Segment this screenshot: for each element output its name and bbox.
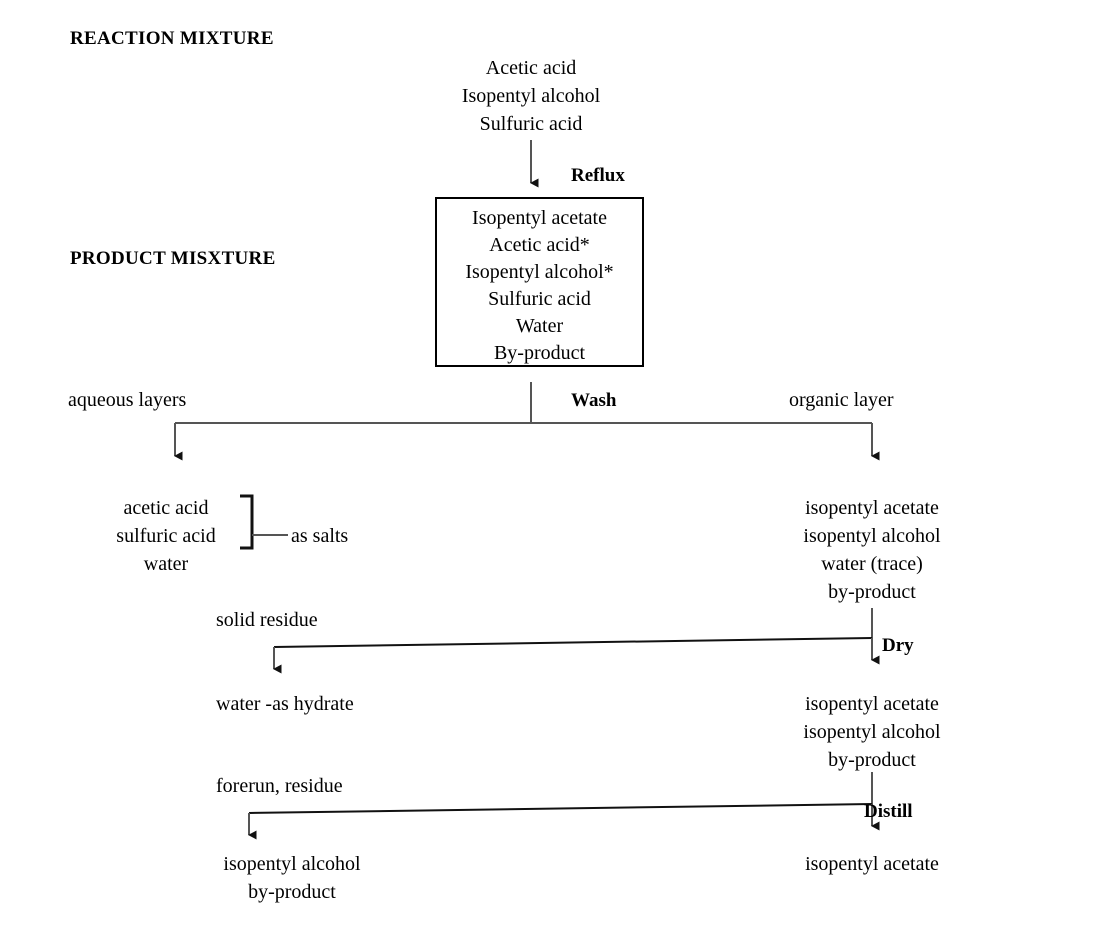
operation-label-distill: Distill — [864, 801, 913, 822]
distill-left-output-1: isopentyl alcohol — [223, 853, 361, 875]
wash-left-label: aqueous layers — [68, 389, 187, 411]
product-box-line-2: Acetic acid* — [489, 234, 590, 256]
stage-label-reaction-mixture: REACTION MIXTURE — [70, 28, 274, 49]
stage-label-product-mixture: PRODUCT MISXTURE — [70, 248, 276, 269]
distill-side-label: forerun, residue — [216, 775, 343, 797]
wash-split-connector — [173, 382, 880, 461]
aqueous-product-2: sulfuric acid — [116, 525, 216, 547]
dry-right-output-3: by-product — [828, 749, 916, 771]
reaction-inputs-block: Acetic acid Isopentyl alcohol Sulfuric a… — [411, 54, 651, 138]
reaction-input-2: Isopentyl alcohol — [461, 85, 601, 107]
organic-after-wash-block: isopentyl acetate isopentyl alcohol wate… — [768, 494, 976, 606]
organic-after-wash-3: water (trace) — [821, 553, 923, 575]
dry-right-output-1: isopentyl acetate — [805, 693, 939, 715]
dry-left-output: water -as hydrate — [216, 693, 354, 715]
dry-right-output-block: isopentyl acetate isopentyl alcohol by-p… — [768, 690, 976, 774]
reaction-input-3: Sulfuric acid — [479, 113, 583, 135]
product-box-line-1: Isopentyl acetate — [472, 207, 607, 229]
operation-label-wash: Wash — [571, 390, 617, 411]
organic-after-wash-1: isopentyl acetate — [805, 497, 939, 519]
distill-left-output-block: isopentyl alcohol by-product — [188, 850, 396, 906]
as-salts-note: as salts — [291, 525, 349, 547]
wash-right-label: organic layer — [789, 389, 894, 411]
aqueous-products-block: acetic acid sulfuric acid water — [92, 494, 240, 578]
organic-after-wash-4: by-product — [828, 581, 916, 603]
aqueous-product-1: acetic acid — [123, 497, 209, 519]
operation-label-reflux: Reflux — [571, 165, 625, 186]
product-box-line-4: Sulfuric acid — [488, 288, 591, 310]
product-box-line-5: Water — [515, 315, 564, 337]
dry-split-connector — [272, 608, 880, 674]
distill-left-output-2: by-product — [248, 881, 336, 903]
as-salts-bracket — [240, 494, 288, 550]
operation-label-dry: Dry — [882, 635, 914, 656]
product-box-line-3: Isopentyl alcohol* — [465, 261, 614, 283]
product-box-line-6: By-product — [493, 342, 586, 364]
dry-right-output-2: isopentyl alcohol — [803, 721, 941, 743]
dry-side-label: solid residue — [216, 609, 318, 631]
aqueous-product-3: water — [143, 553, 189, 575]
distill-right-output: isopentyl acetate — [805, 853, 939, 875]
reaction-input-1: Acetic acid — [485, 57, 577, 79]
product-mixture-box: Isopentyl acetate Acetic acid* Isopentyl… — [435, 197, 644, 367]
organic-after-wash-2: isopentyl alcohol — [803, 525, 941, 547]
